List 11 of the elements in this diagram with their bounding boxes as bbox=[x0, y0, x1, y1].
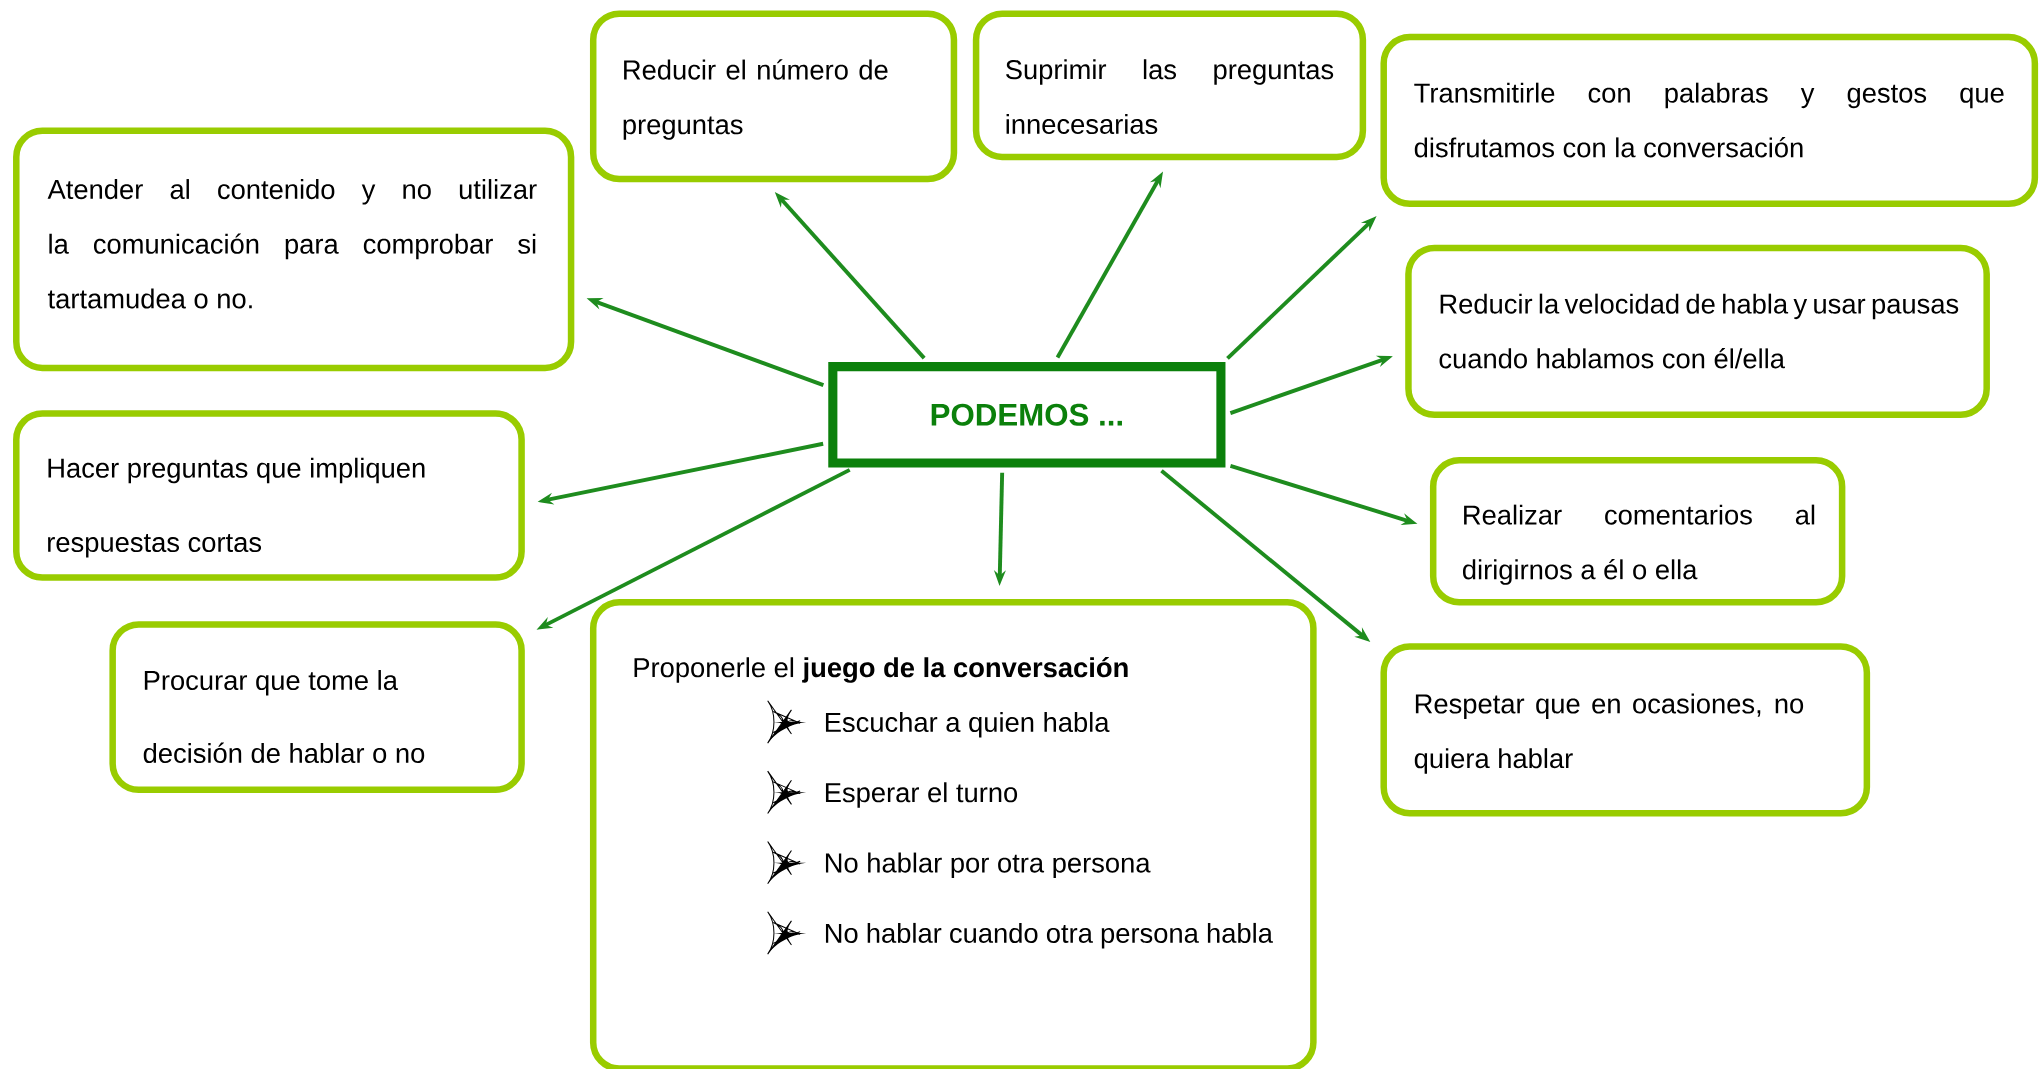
text-box: Procurar que tome la decisión de hablar o no bbox=[109, 621, 525, 793]
text-box: Suprimir las preguntas innecesarias bbox=[972, 10, 1367, 161]
central-box: PODEMOS ... bbox=[828, 361, 1226, 468]
text-box: Atender al contenido y no utilizar la comunicación para comprobar si tartamudea o no. bbox=[13, 127, 575, 372]
text-box: Proponerle el juego de la conversación Escuchar a quien habla Esperar el turno No hablar por otra persona No hablar cuando otra persona habla bbox=[589, 598, 1317, 1069]
text-box: Realizar comentarios al dirigirnos a él o ella bbox=[1429, 457, 1846, 606]
text-box: Reducir la velocidad de habla y usar pausas cuando hablamos con él/ella bbox=[1405, 244, 1990, 418]
text-box: Reducir el número de preguntas bbox=[589, 10, 958, 183]
text-box: Hacer preguntas que impliquen respuestas cortas bbox=[13, 410, 525, 581]
text-box: Transmitirle con palabras y gestos que disfrutamos con la conversación bbox=[1380, 33, 2039, 207]
text-box: Respetar que en ocasiones, no quiera hablar bbox=[1380, 643, 1871, 817]
